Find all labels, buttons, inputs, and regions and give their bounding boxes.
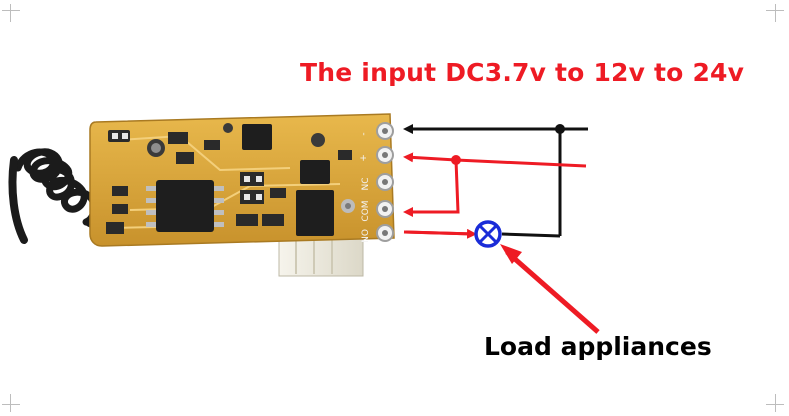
- load-pointer-arrow: [505, 250, 600, 334]
- regulator-chip: [296, 190, 334, 236]
- terminal-block: [376, 122, 394, 242]
- positive-junction: [451, 155, 461, 165]
- crop-mark-top-left-h: [2, 10, 20, 11]
- ic-chip: [156, 180, 214, 232]
- pin-label-com: COM: [361, 200, 371, 221]
- crop-mark-bottom-right-h: [766, 404, 784, 405]
- pin-label-nc: NC: [361, 177, 371, 190]
- crop-mark-top-right-h: [766, 10, 784, 11]
- pin-label-plus: +: [359, 154, 369, 162]
- input-voltage-title: The input DC3.7v to 12v to 24v: [300, 58, 745, 87]
- negative-junction: [555, 124, 565, 134]
- lamp-symbol-icon: [474, 220, 502, 248]
- negative-wire: [403, 124, 588, 238]
- load-appliances-label: Load appliances: [484, 332, 712, 361]
- crop-mark-top-right: [775, 4, 776, 22]
- pin-label-no: NO: [361, 229, 371, 243]
- receiver-pcb: - + NC COM NO: [89, 113, 395, 247]
- crop-mark-bottom-right: [775, 394, 776, 412]
- crop-mark-bottom-left: [10, 394, 11, 412]
- crop-mark-bottom-left-h: [2, 404, 20, 405]
- crop-mark-top-left: [10, 4, 11, 22]
- relay-housing: [278, 237, 364, 277]
- pin-label-minus: -: [359, 132, 369, 135]
